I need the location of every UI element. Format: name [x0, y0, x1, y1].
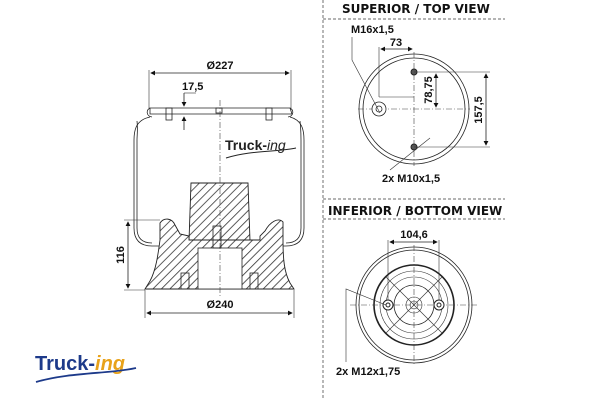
- bottom-view: INFERIOR / BOTTOM VIEW 104,6 2x M12x1,75: [328, 204, 502, 378]
- dim-half-spacing: 78,75: [423, 76, 435, 104]
- dim-top-diameter: Ø227: [207, 60, 234, 72]
- dim-offset: 73: [390, 37, 402, 49]
- top-view: SUPERIOR / TOP VIEW M16x1,5 73 78,75 157…: [342, 2, 490, 185]
- piston-bumper: [188, 182, 251, 242]
- side-view: Ø227 17,5 116 Ø240 Truck-ing: [115, 60, 305, 318]
- inner-logo: Truck-ing: [225, 137, 297, 159]
- svg-text:Truck-ing: Truck-ing: [225, 137, 286, 153]
- label-studs: 2x M10x1,5: [382, 173, 440, 185]
- dim-plate-height: 17,5: [182, 81, 203, 93]
- bellows-outline: [133, 116, 160, 247]
- dim-bolt-spacing: 104,6: [400, 229, 428, 241]
- top-plate: [149, 107, 293, 115]
- label-air-inlet: M16x1,5: [351, 24, 394, 36]
- dim-base-diameter: Ø240: [207, 299, 234, 311]
- dim-stud-spacing: 157,5: [473, 96, 485, 124]
- top-view-title: SUPERIOR / TOP VIEW: [342, 2, 490, 16]
- bottom-view-title: INFERIOR / BOTTOM VIEW: [328, 204, 502, 218]
- label-bolts: 2x M12x1,75: [336, 366, 400, 378]
- brand-logo: Truck-ing: [35, 353, 137, 383]
- svg-text:Truck-ing: Truck-ing: [35, 353, 125, 375]
- dim-piston-height: 116: [115, 246, 127, 264]
- section-dividers: [322, 0, 505, 400]
